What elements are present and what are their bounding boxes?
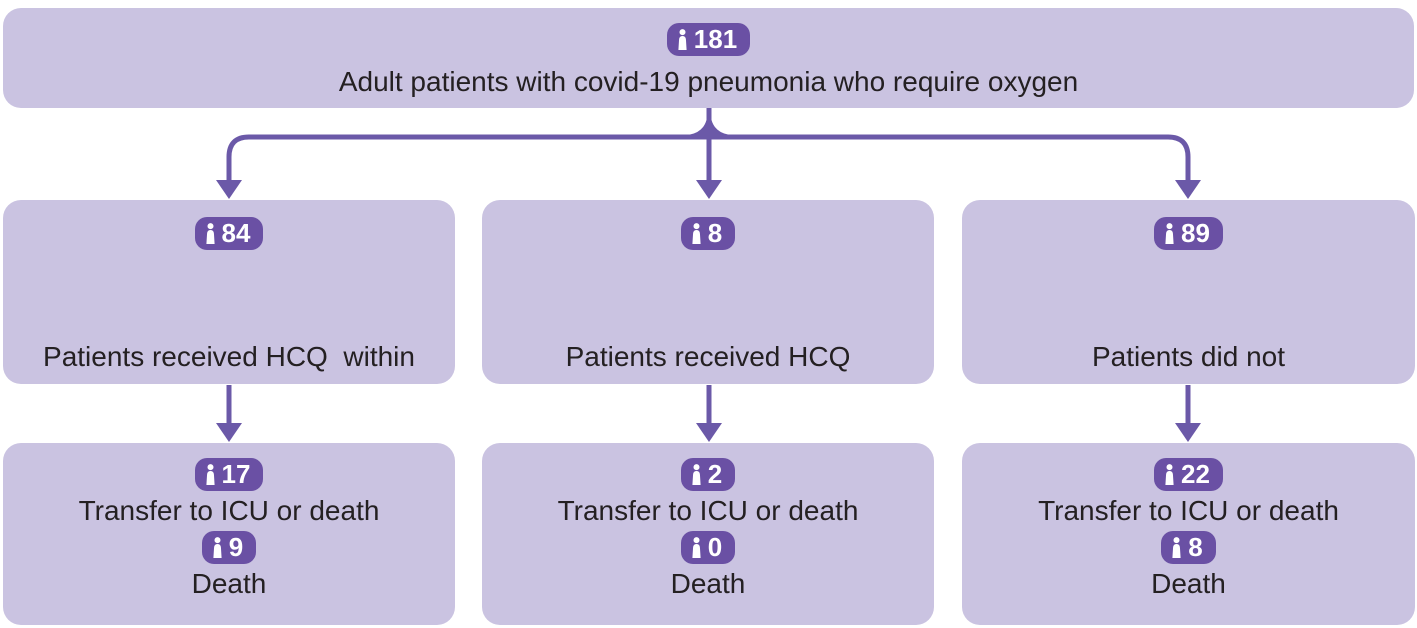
- root-box: 181 Adult patients with covid-19 pneumon…: [3, 8, 1414, 108]
- person-icon: [678, 28, 687, 50]
- junction-fillet-left: [690, 120, 707, 140]
- branch-count-badge: 8: [680, 217, 736, 250]
- icu-count: 17: [221, 459, 251, 489]
- branch-label-line: Patients received HCQ: [565, 341, 851, 372]
- death-count: 9: [228, 532, 244, 562]
- icu-count-badge: 17: [194, 458, 264, 491]
- person-icon: [692, 536, 701, 558]
- death-count-badge: 0: [680, 531, 736, 564]
- arrowhead-left: [216, 180, 242, 199]
- arrow-left-branch: [226, 134, 709, 182]
- branch-box-late-hcq: 8 Patients received HCQ more than 48 hou…: [482, 200, 934, 606]
- outcome-box-control: 22 Transfer to ICU or death 8 Death: [962, 443, 1415, 625]
- icu-count-badge: 2: [680, 458, 736, 491]
- person-icon: [205, 463, 215, 485]
- junction-fillet-right: [711, 120, 728, 140]
- icu-label: Transfer to ICU or death: [557, 495, 859, 526]
- root-count-badge: 181: [666, 23, 751, 56]
- branch-box-control: 89 Patients did not receive HCQ (control…: [962, 200, 1415, 606]
- branch-label-line: Patients received HCQ within: [43, 341, 415, 372]
- person-icon: [692, 222, 701, 244]
- death-count-badge: 9: [201, 531, 257, 564]
- death-label: Death: [1151, 568, 1226, 599]
- branch-count-badge: 84: [194, 217, 264, 250]
- branch-label-line: Patients did not: [1091, 341, 1286, 372]
- icu-label: Transfer to ICU or death: [78, 495, 380, 526]
- death-label: Death: [670, 568, 746, 599]
- person-icon: [1165, 463, 1174, 485]
- outcome-box-treatment: 17 Transfer to ICU or death 9 Death: [3, 443, 455, 625]
- person-icon: [1165, 222, 1174, 244]
- root-count: 181: [693, 24, 738, 54]
- person-icon: [1172, 536, 1181, 558]
- root-label: Adult patients with covid-19 pneumonia w…: [338, 66, 1079, 97]
- death-count: 8: [1188, 532, 1203, 562]
- arrowhead-center: [696, 180, 722, 199]
- icu-count: 22: [1181, 459, 1210, 489]
- person-icon: [205, 222, 215, 244]
- person-icon: [213, 536, 222, 558]
- outcome-box-late-hcq: 2 Transfer to ICU or death 0 Death: [482, 443, 934, 625]
- death-count-badge: 8: [1161, 531, 1216, 564]
- death-label: Death: [191, 568, 267, 599]
- branch-count-badge: 89: [1154, 217, 1223, 250]
- icu-count: 2: [707, 459, 723, 489]
- branch-count: 8: [707, 218, 723, 248]
- branch-count: 84: [221, 218, 251, 248]
- death-count: 0: [707, 532, 723, 562]
- icu-count-badge: 22: [1154, 458, 1223, 491]
- arrowhead-right: [1175, 180, 1201, 199]
- arrow-right-branch: [709, 134, 1191, 182]
- branch-box-treatment: 84 Patients received HCQ within 48 hours…: [3, 200, 455, 606]
- icu-label: Transfer to ICU or death: [1038, 495, 1339, 526]
- branch-count: 89: [1181, 218, 1210, 248]
- person-icon: [692, 463, 701, 485]
